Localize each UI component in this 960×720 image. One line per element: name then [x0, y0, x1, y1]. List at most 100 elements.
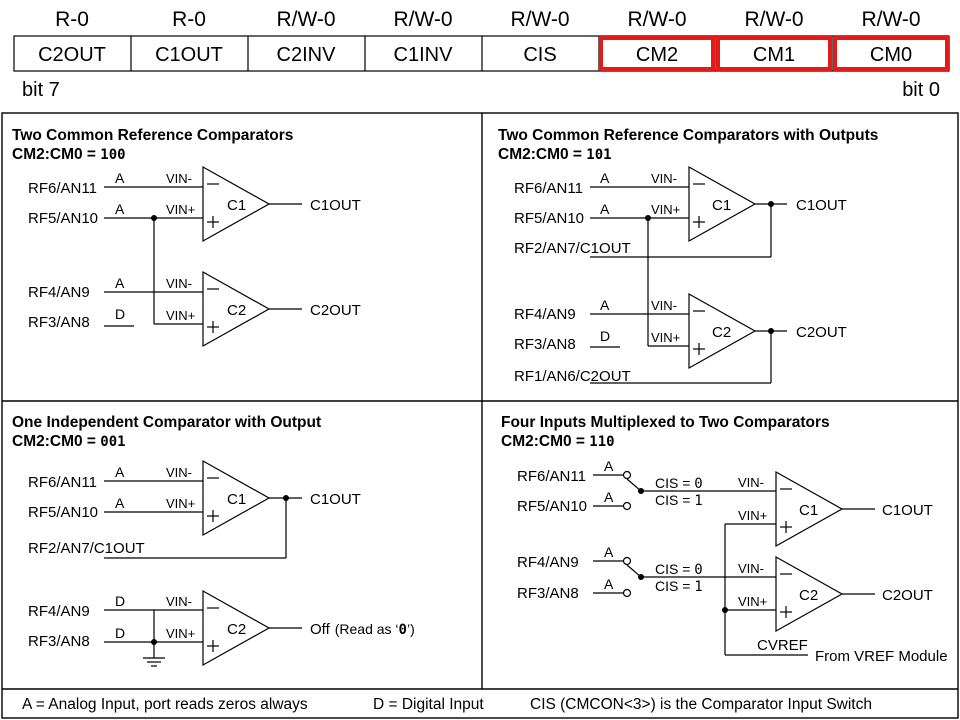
bit-access: R/W-0	[744, 8, 803, 31]
output-label: C1OUT	[310, 491, 361, 508]
pin-label: RF4/AN9	[517, 554, 579, 571]
cis-state-label: CIS = 1	[655, 578, 703, 595]
panel-title: Two Common Reference Comparators	[12, 127, 293, 144]
output-label: C2OUT	[310, 302, 361, 319]
pin-label: RF3/AN8	[28, 633, 90, 650]
comparator-c1-label: C1	[712, 197, 731, 214]
pin-label: RF1/AN6/C2OUT	[514, 368, 631, 385]
bit-name: CIS	[523, 44, 556, 66]
vin-minus-label: VIN-	[651, 171, 677, 186]
pin-label: RF3/AN8	[28, 314, 90, 331]
input-type-label: A	[115, 201, 125, 217]
vin-minus-label: VIN-	[738, 561, 764, 576]
mode-label: CM2:CM0 = 110	[501, 433, 615, 450]
panel-two-common-reference-outputs: Two Common Reference Comparators with Ou…	[498, 127, 878, 385]
input-type-label: A	[115, 464, 125, 480]
panel-two-common-reference: Two Common Reference Comparators CM2:CM0…	[12, 127, 361, 347]
cis-state-label: CIS = 0	[655, 561, 703, 578]
panel-title: Two Common Reference Comparators with Ou…	[498, 127, 878, 144]
output-label: C1OUT	[796, 197, 847, 214]
bit-access: R-0	[55, 8, 89, 31]
switch-contact	[622, 501, 632, 511]
bit-name: C1INV	[394, 44, 454, 66]
switch-contact	[622, 556, 632, 566]
pin-label: RF4/AN9	[514, 306, 576, 323]
bit-access: R/W-0	[393, 8, 452, 31]
input-type-label: D	[600, 328, 610, 344]
panel-four-inputs-multiplexed: Four Inputs Multiplexed to Two Comparato…	[501, 414, 948, 665]
comparator-c1-label: C1	[227, 491, 246, 508]
vin-minus-label: VIN-	[166, 465, 192, 480]
vin-plus-label: VIN+	[166, 308, 195, 323]
output-label: C2OUT	[796, 324, 847, 341]
comparator-c2-label: C2	[712, 324, 731, 341]
pin-label: RF3/AN8	[517, 585, 579, 602]
digital-legend: D = Digital Input	[373, 696, 484, 713]
cis-legend: CIS (CMCON<3>) is the Comparator Input S…	[530, 696, 872, 713]
cis-state-label: CIS = 1	[655, 492, 703, 509]
output-label: C1OUT	[310, 197, 361, 214]
bit-name: C1OUT	[155, 44, 223, 66]
switch-contact	[622, 588, 632, 598]
mode-label: CM2:CM0 = 001	[12, 433, 126, 450]
vin-plus-label: VIN+	[166, 496, 195, 511]
input-type-label: A	[604, 544, 614, 560]
bit-name: CM0	[870, 44, 912, 66]
input-type-label: A	[115, 170, 125, 186]
mode-label: CM2:CM0 = 101	[498, 146, 612, 163]
bit-access: R-0	[172, 8, 206, 31]
vin-minus-label: VIN-	[651, 298, 677, 313]
vin-minus-label: VIN-	[166, 276, 192, 291]
cm0-highlight	[833, 36, 949, 71]
bit-access: R/W-0	[276, 8, 335, 31]
pin-label: RF6/AN11	[28, 180, 97, 197]
input-type-label: D	[115, 306, 125, 322]
vin-minus-label: VIN-	[166, 171, 192, 186]
cvref-label: CVREF	[757, 637, 808, 654]
pin-label: RF3/AN8	[514, 336, 576, 353]
pin-label: RF2/AN7/C1OUT	[28, 540, 145, 557]
vin-plus-label: VIN+	[738, 594, 767, 609]
bit-0-label: bit 0	[902, 79, 940, 101]
input-type-label: A	[600, 201, 610, 217]
pin-label: RF5/AN10	[28, 504, 98, 521]
bit-name: C2INV	[277, 44, 337, 66]
pin-label: RF6/AN11	[514, 180, 583, 197]
vin-minus-label: VIN-	[738, 475, 764, 490]
input-type-label: A	[600, 297, 610, 313]
bit-access: R/W-0	[510, 8, 569, 31]
panel-one-independent: One Independent Comparator with Output C…	[12, 414, 415, 667]
vin-minus-label: VIN-	[166, 594, 192, 609]
input-type-label: A	[600, 170, 610, 186]
pin-label: RF4/AN9	[28, 284, 90, 301]
pin-label: RF6/AN11	[28, 474, 97, 491]
vin-plus-label: VIN+	[166, 202, 195, 217]
input-type-label: A	[115, 275, 125, 291]
comparator-c1-label: C1	[227, 197, 246, 214]
panel-title: Four Inputs Multiplexed to Two Comparato…	[501, 414, 830, 431]
bit-name: CM2	[636, 44, 678, 66]
register-table: R-0 R-0 R/W-0 R/W-0 R/W-0 R/W-0 R/W-0 R/…	[13, 8, 950, 101]
legend-footer: A = Analog Input, port reads zeros alway…	[22, 696, 872, 713]
pin-label: RF5/AN10	[517, 498, 587, 515]
pin-label: RF5/AN10	[28, 210, 98, 227]
input-type-label: D	[115, 625, 125, 641]
diagram-frame	[1, 112, 959, 719]
switch-contact	[622, 470, 632, 480]
vin-plus-label: VIN+	[651, 202, 680, 217]
vin-plus-label: VIN+	[738, 508, 767, 523]
bit-7-label: bit 7	[22, 79, 60, 101]
comparator-c1-label: C1	[799, 502, 818, 519]
cis-state-label: CIS = 0	[655, 475, 703, 492]
bit-name: C2OUT	[38, 44, 106, 66]
bit-name: CM1	[753, 44, 795, 66]
vin-plus-label: VIN+	[166, 626, 195, 641]
cm2-highlight	[599, 36, 715, 71]
input-type-label: A	[604, 458, 614, 474]
panel-title: One Independent Comparator with Output	[12, 414, 321, 431]
vref-source-label: From VREF Module	[815, 648, 948, 665]
bit-access: R/W-0	[861, 8, 920, 31]
pin-label: RF6/AN11	[517, 468, 586, 485]
output-off-label: Off(Read as ‘0’)	[310, 621, 415, 638]
